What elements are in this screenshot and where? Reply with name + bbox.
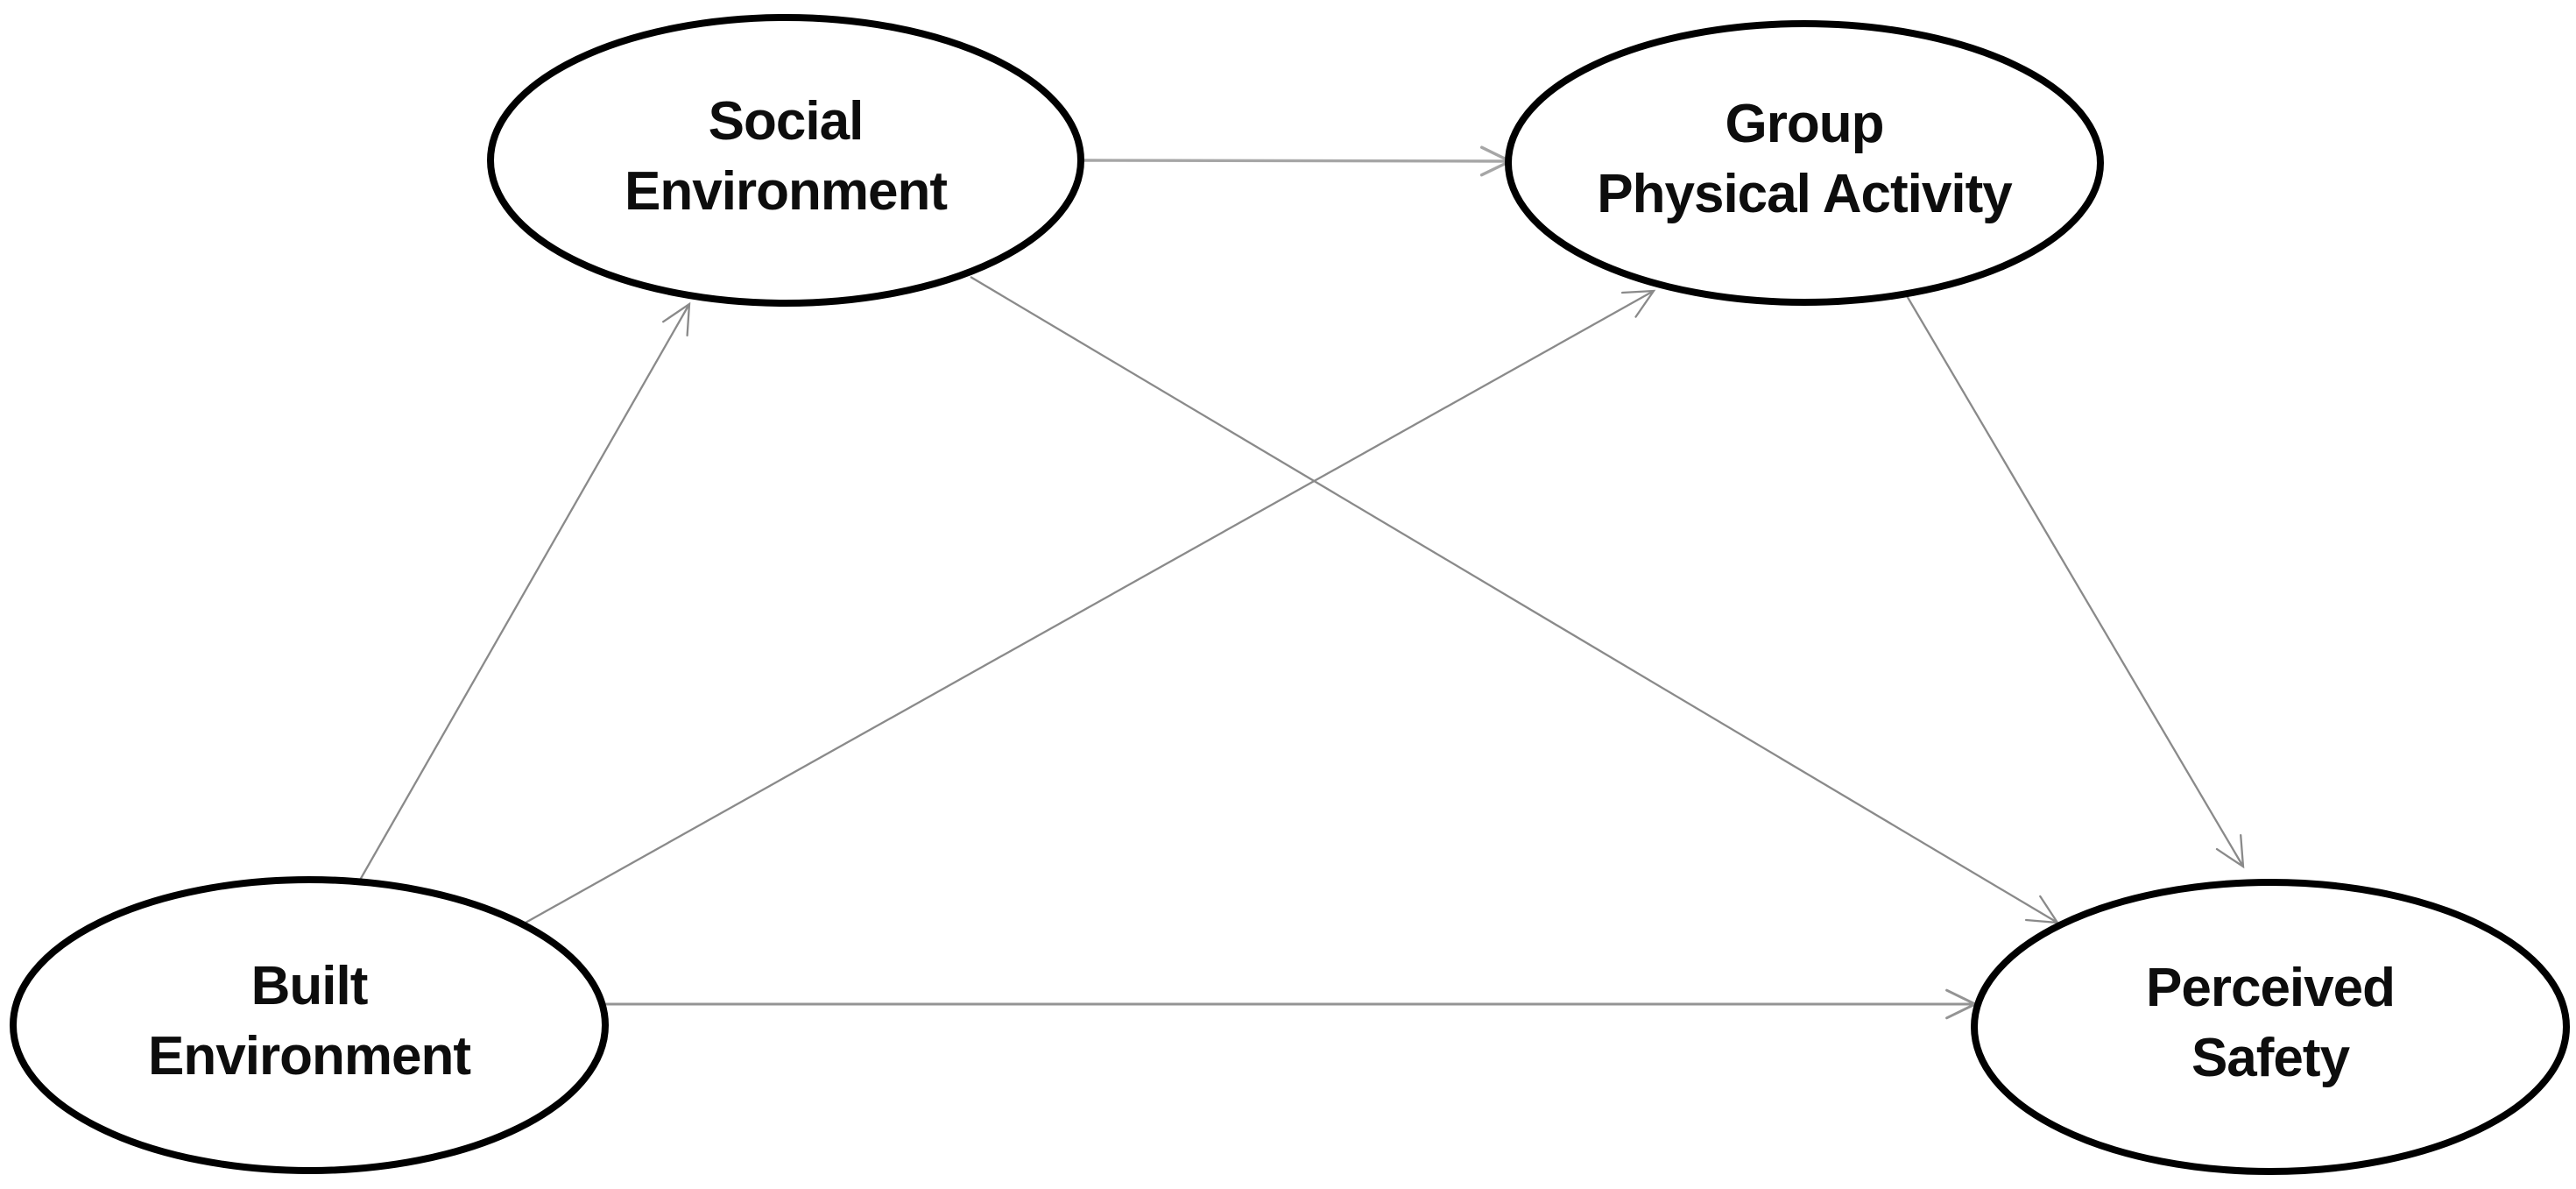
node-label-line: Built: [251, 956, 368, 1016]
node-label-line: Social: [709, 91, 864, 152]
node-ellipse-built-environment: [10, 876, 609, 1174]
node-label-line: Safety: [2191, 1028, 2351, 1088]
edge-social-environment-to-perceived-safety: [970, 276, 2060, 924]
node-label-line: Environment: [148, 1026, 470, 1086]
edge-line: [970, 276, 2058, 924]
edge-line: [358, 303, 690, 882]
edge-social-environment-to-group-physical-activity: [1082, 145, 1514, 177]
edge-built-environment-to-social-environment: [358, 301, 691, 882]
node-label-line: Physical Activity: [1597, 164, 2013, 224]
node-label-line: Group: [1726, 94, 1884, 154]
edge-built-environment-to-group-physical-activity: [525, 289, 1656, 924]
node-label-line: Environment: [625, 161, 947, 222]
arrowhead-icon: [662, 301, 691, 337]
edge-line: [1082, 159, 1511, 163]
node-ellipse-social-environment: [487, 14, 1084, 307]
arrowhead-icon: [1620, 289, 1656, 318]
arrowhead-icon: [2215, 833, 2245, 869]
edge-group-physical-activity-to-perceived-safety: [1905, 294, 2245, 869]
edge-line: [1905, 294, 2244, 867]
node-ellipse-perceived-safety: [1971, 879, 2570, 1175]
node-label-line: Perceived: [2146, 958, 2395, 1018]
edge-built-environment-to-perceived-safety: [603, 988, 1979, 1020]
node-ellipse-group-physical-activity: [1505, 20, 2104, 306]
edge-line: [525, 289, 1655, 924]
